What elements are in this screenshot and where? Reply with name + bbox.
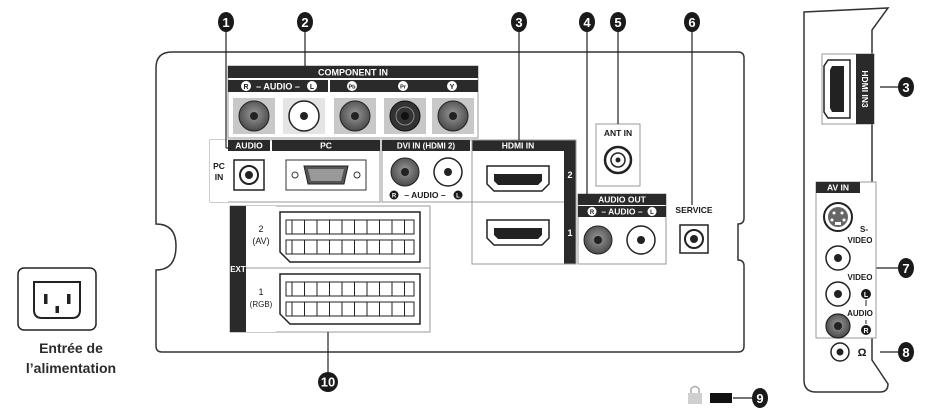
component-in-label: COMPONENT IN <box>318 68 388 78</box>
ext2-label-b: (AV) <box>252 236 269 246</box>
audio-out-group: AUDIO OUT R – AUDIO – L <box>577 193 667 265</box>
ext1-label-b: (RGB) <box>250 300 273 309</box>
headphone-jack[interactable] <box>830 342 850 362</box>
component-pb-jack[interactable] <box>334 98 376 134</box>
ant-in-label: ANT IN <box>604 128 632 138</box>
audio-out-l-letter: L <box>650 210 654 216</box>
hdmi-3-port[interactable] <box>823 59 851 119</box>
service-label: SERVICE <box>675 205 712 215</box>
dvi-audio-l-jack[interactable] <box>433 157 463 187</box>
video-label: VIDEO <box>848 273 873 282</box>
r-letter: R <box>243 84 248 91</box>
s-video-port[interactable] <box>823 202 853 232</box>
s-video-label-b: VIDEO <box>848 236 873 245</box>
hdmi-in-label: HDMI IN <box>502 141 535 151</box>
leader-lines <box>225 30 898 399</box>
dvi-audio-r-jack[interactable] <box>390 157 420 187</box>
dvi-r-letter: R <box>392 194 397 200</box>
hdmi-group: DVI IN (HDMI 2) HDMI IN 2 1 R – AUDIO – … <box>381 139 577 265</box>
callout-3-side: 3 <box>898 77 914 97</box>
power-caption-line-1: Entrée de <box>39 340 103 356</box>
pc-audio-label: AUDIO <box>235 141 263 151</box>
s-video-label-a: S- <box>860 225 868 234</box>
pc-in-label-1: PC <box>213 161 225 171</box>
pr-letter: Pr <box>400 85 407 91</box>
svg-text:3: 3 <box>902 80 909 95</box>
scart-1-port[interactable] <box>279 273 421 325</box>
hdmi-1-port[interactable] <box>486 219 550 246</box>
pb-letter: Pb <box>348 85 356 91</box>
component-in-group: COMPONENT IN R – AUDIO – L Pb Pr Y <box>227 65 479 139</box>
callout-4: 4 <box>579 12 595 32</box>
y-letter: Y <box>450 84 455 91</box>
callout-2: 2 <box>297 12 313 32</box>
ext2-label-a: 2 <box>258 224 263 234</box>
pc-vga-port[interactable] <box>285 159 367 191</box>
audio-label: – AUDIO – <box>256 82 300 92</box>
svg-text:9: 9 <box>756 391 763 406</box>
callout-10: 10 <box>318 372 338 392</box>
pc-in-group: PC IN AUDIO PC <box>209 139 381 203</box>
svg-text:5: 5 <box>614 15 621 30</box>
power-caption-line-2: l’alimentation <box>25 360 117 376</box>
dvi-in-label: DVI IN (HDMI 2) <box>397 142 456 151</box>
power-inlet[interactable] <box>17 267 97 331</box>
audio-out-label: AUDIO OUT <box>598 195 647 205</box>
ext-label: EXT <box>230 265 246 274</box>
svg-text:2: 2 <box>301 15 308 30</box>
power-caption: Entrée de l’alimentation <box>0 338 142 378</box>
svg-text:1: 1 <box>222 15 229 30</box>
hdmi-2-port[interactable] <box>486 165 550 192</box>
component-audio-l-jack[interactable] <box>283 98 325 134</box>
ext1-label-a: 1 <box>258 287 263 297</box>
hdmi-1-label: 1 <box>567 228 572 238</box>
pc-audio-jack[interactable] <box>233 159 265 191</box>
ant-in-group: ANT IN <box>595 123 641 187</box>
av-audio-l-jack[interactable] <box>825 281 851 307</box>
kensington-lock-icon[interactable] <box>688 385 732 405</box>
scart-2-port[interactable] <box>279 211 421 263</box>
dvi-audio-label: – AUDIO – <box>404 190 446 200</box>
svg-text:4: 4 <box>583 15 591 30</box>
audio-out-r-jack[interactable] <box>583 225 613 255</box>
av-l-letter: L <box>864 292 869 299</box>
av-audio-r-jack[interactable] <box>825 313 851 339</box>
svg-text:8: 8 <box>902 345 909 360</box>
dvi-l-letter: L <box>456 194 460 200</box>
callout-5: 5 <box>610 12 626 32</box>
callout-3: 3 <box>511 12 527 32</box>
hdmi-2-label: 2 <box>567 170 572 180</box>
pc-in-label-2: IN <box>215 172 224 182</box>
audio-out-l-jack[interactable] <box>626 225 656 255</box>
audio-out-r-letter: R <box>590 210 595 216</box>
service-port[interactable] <box>679 224 709 254</box>
av-video-jack[interactable] <box>825 245 851 271</box>
pc-label: PC <box>320 141 332 151</box>
svg-text:10: 10 <box>321 375 335 390</box>
l-letter: L <box>310 84 315 91</box>
hdmi-in3-label: HDMI IN3 <box>860 70 870 108</box>
ext-scart-group: EXT 2 (AV) 1 (RGB) <box>229 205 431 333</box>
callout-6: 6 <box>684 12 700 32</box>
av-audio-label: AUDIO <box>847 309 873 318</box>
headphone-icon: Ω <box>858 347 867 359</box>
audio-out-audio-label: – AUDIO – <box>601 207 643 217</box>
av-in-group: AV IN S- VIDEO VIDEO L AUDIO R <box>815 181 877 339</box>
svg-text:6: 6 <box>688 15 695 30</box>
antenna-port[interactable] <box>603 145 633 175</box>
svg-text:3: 3 <box>515 15 522 30</box>
av-in-label: AV IN <box>827 183 849 193</box>
component-y-jack[interactable] <box>432 98 474 134</box>
component-audio-r-jack[interactable] <box>233 98 275 134</box>
callout-9: 9 <box>752 388 768 408</box>
component-pr-jack[interactable] <box>384 98 426 134</box>
callout-1: 1 <box>218 12 234 32</box>
av-r-letter: R <box>863 328 868 335</box>
callout-7: 7 <box>898 258 914 278</box>
callout-8: 8 <box>898 342 914 362</box>
hdmi-in3-group: HDMI IN3 <box>821 53 875 125</box>
svg-text:7: 7 <box>902 261 909 276</box>
